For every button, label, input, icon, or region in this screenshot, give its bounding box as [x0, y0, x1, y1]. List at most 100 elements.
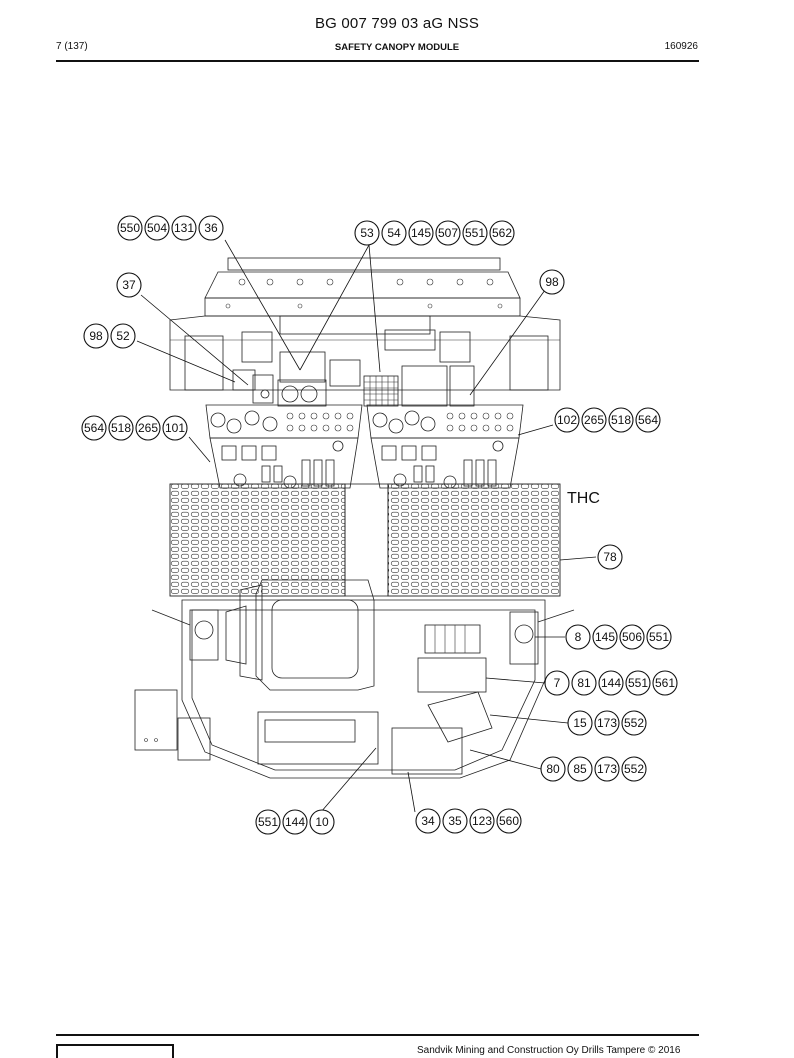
- header-rule: [56, 60, 699, 62]
- callout-552: 552: [621, 710, 647, 736]
- callout-circle: [646, 624, 672, 650]
- callout-circle: [598, 670, 624, 696]
- callout-35: 35: [442, 808, 468, 834]
- callout-85: 85: [567, 756, 593, 782]
- callout-label: 518: [111, 421, 131, 435]
- callout-circle: [496, 808, 522, 834]
- callout-circle: [171, 215, 197, 241]
- callout-label: 265: [584, 413, 604, 427]
- callout-circle: [594, 710, 620, 736]
- callout-circle: [597, 544, 623, 570]
- canopy-frame: [169, 257, 561, 407]
- callout-54: 54: [381, 220, 407, 246]
- callout-53: 53: [354, 220, 380, 246]
- callout-551: 551: [625, 670, 651, 696]
- callout-81: 81: [571, 670, 597, 696]
- callout-label: 552: [624, 716, 644, 730]
- callout-label: 560: [499, 814, 519, 828]
- callout-circle: [571, 670, 597, 696]
- callout-label: 145: [411, 226, 431, 240]
- callout-circle: [567, 756, 593, 782]
- callout-circle: [581, 407, 607, 433]
- callout-144: 144: [598, 670, 624, 696]
- callout-551: 551: [646, 624, 672, 650]
- callout-label: 552: [624, 762, 644, 776]
- callout-label: 506: [622, 630, 642, 644]
- callout-label: 562: [492, 226, 512, 240]
- callout-265: 265: [581, 407, 607, 433]
- callout-7: 7: [544, 670, 570, 696]
- callout-173: 173: [594, 756, 620, 782]
- callout-label: 37: [122, 278, 136, 292]
- callout-123: 123: [469, 808, 495, 834]
- callout-564: 564: [81, 415, 107, 441]
- callout-circle: [282, 809, 308, 835]
- callout-label: 144: [601, 676, 621, 690]
- callout-label: 564: [638, 413, 658, 427]
- callout-551: 551: [462, 220, 488, 246]
- callout-circle: [108, 415, 134, 441]
- callout-circle: [565, 624, 591, 650]
- callout-101: 101: [162, 415, 188, 441]
- callout-circle: [144, 215, 170, 241]
- left-control-panel: [205, 404, 363, 489]
- callout-group-g11: 15 173 552: [567, 710, 647, 736]
- floor-grates: [169, 483, 561, 597]
- callout-label: 173: [597, 762, 617, 776]
- callout-label: 15: [573, 716, 587, 730]
- callout-circle: [116, 272, 142, 298]
- callout-circle: [309, 809, 335, 835]
- callout-group-g3: 37: [116, 272, 142, 298]
- document-title: BG 007 799 03 aG NSS: [314, 15, 480, 32]
- callout-circle: [162, 415, 188, 441]
- callout-label: 144: [285, 815, 305, 829]
- callout-label: 551: [258, 815, 278, 829]
- callout-circle: [625, 670, 651, 696]
- section-title: SAFETY CANOPY MODULE: [334, 42, 460, 53]
- callout-circle: [608, 407, 634, 433]
- callout-36: 36: [198, 215, 224, 241]
- callout-34: 34: [415, 808, 441, 834]
- callout-group-g6: 564 518 265 101: [81, 415, 188, 441]
- callout-102: 102: [554, 407, 580, 433]
- callout-37: 37: [116, 272, 142, 298]
- callout-507: 507: [435, 220, 461, 246]
- callout-group-g9: 8 145 506 551: [565, 624, 672, 650]
- callout-circle: [135, 415, 161, 441]
- right-control-panel: [366, 404, 524, 489]
- callout-label: 145: [595, 630, 615, 644]
- callout-131: 131: [171, 215, 197, 241]
- callout-label: 8: [575, 630, 582, 644]
- callout-circle: [544, 670, 570, 696]
- callout-circle: [539, 269, 565, 295]
- callout-550: 550: [117, 215, 143, 241]
- callout-label: 85: [573, 762, 587, 776]
- callout-80: 80: [540, 756, 566, 782]
- callout-label: 34: [421, 814, 435, 828]
- callout-98: 98: [539, 269, 565, 295]
- callout-label: 564: [84, 421, 104, 435]
- footer-copyright: Sandvik Mining and Construction Oy Drill…: [417, 1045, 681, 1056]
- callout-label: 265: [138, 421, 158, 435]
- callout-circle: [462, 220, 488, 246]
- callout-label: 173: [597, 716, 617, 730]
- callout-15: 15: [567, 710, 593, 736]
- callout-8: 8: [565, 624, 591, 650]
- callout-group-g12: 80 85 173 552: [540, 756, 647, 782]
- callout-circle: [619, 624, 645, 650]
- callout-label: 507: [438, 226, 458, 240]
- callout-circle: [567, 710, 593, 736]
- callout-circle: [635, 407, 661, 433]
- callout-551: 551: [255, 809, 281, 835]
- callout-562: 562: [489, 220, 515, 246]
- callout-label: 35: [448, 814, 462, 828]
- callout-group-g14: 34 35 123 560: [415, 808, 522, 834]
- callout-circle: [83, 323, 109, 349]
- thc-label: THC: [567, 490, 600, 507]
